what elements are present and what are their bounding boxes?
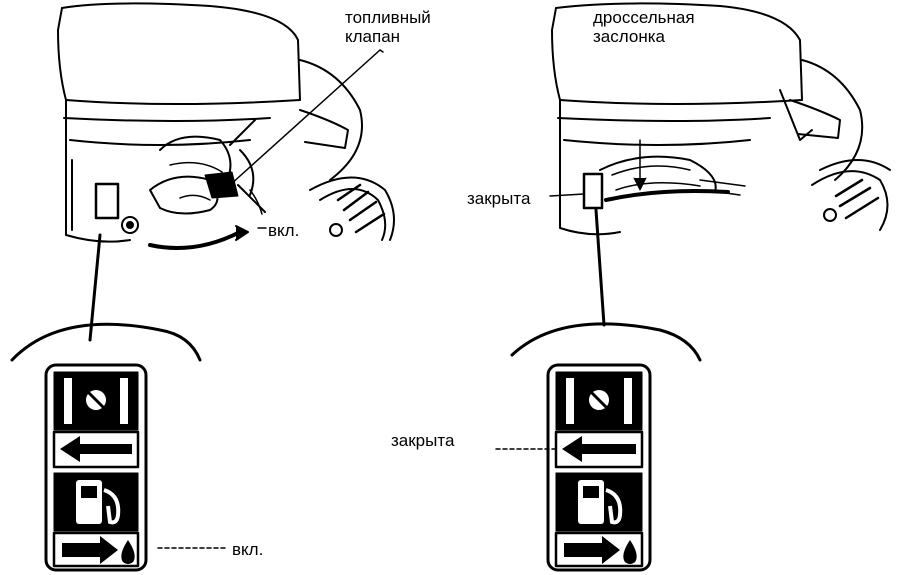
right-engine-illustration <box>552 3 890 325</box>
closed-label-engine: закрыта <box>467 189 530 208</box>
fuel-drop-icon <box>121 540 134 564</box>
fuel-drop-icon <box>623 540 636 564</box>
choke-label: дроссельная заслонка <box>593 8 695 46</box>
on-label-engine: вкл. <box>268 221 299 240</box>
left-choke-lever-body <box>96 184 118 218</box>
arrow-left-icon <box>562 436 636 462</box>
fuel-valve-label: топливный клапан <box>345 8 431 46</box>
right-choke-lever-body <box>584 174 602 208</box>
arrow-left-icon <box>60 436 132 462</box>
arrow-right-icon <box>564 536 620 564</box>
left-engine-illustration <box>58 3 394 340</box>
leader-closed-top <box>550 194 584 196</box>
closed-label-panel: закрыта <box>391 431 454 450</box>
arrow-right-icon <box>62 536 118 564</box>
on-label-panel: вкл. <box>232 540 263 559</box>
